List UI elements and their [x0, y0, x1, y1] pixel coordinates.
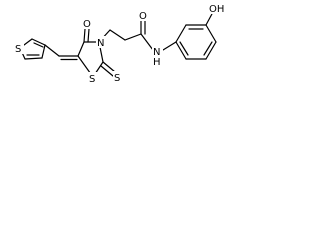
methylidene-bridge — [44, 44, 79, 61]
thione-bond — [100, 61, 116, 77]
propanamide-chain — [98, 19, 177, 51]
hydroxyl-label: OH — [209, 4, 224, 15]
ketone-bond — [83, 28, 90, 43]
atom-labels: S O N S S O N H OH — [14, 2, 227, 85]
thione-sulfur-label: S — [114, 73, 120, 84]
chemical-structure: S O N S S O N H OH — [14, 2, 227, 85]
phenol-ring — [175, 11, 217, 60]
amide-nitrogen-label: N — [153, 47, 160, 58]
thiophene-sulfur-label: S — [15, 44, 21, 55]
ring-sulfur-label: S — [89, 74, 95, 85]
ketone-oxygen-label: O — [83, 19, 91, 30]
ring-nitrogen-label: N — [97, 38, 104, 49]
amide-oxygen-label: O — [139, 11, 147, 22]
amide-hydrogen-label: H — [153, 57, 161, 68]
